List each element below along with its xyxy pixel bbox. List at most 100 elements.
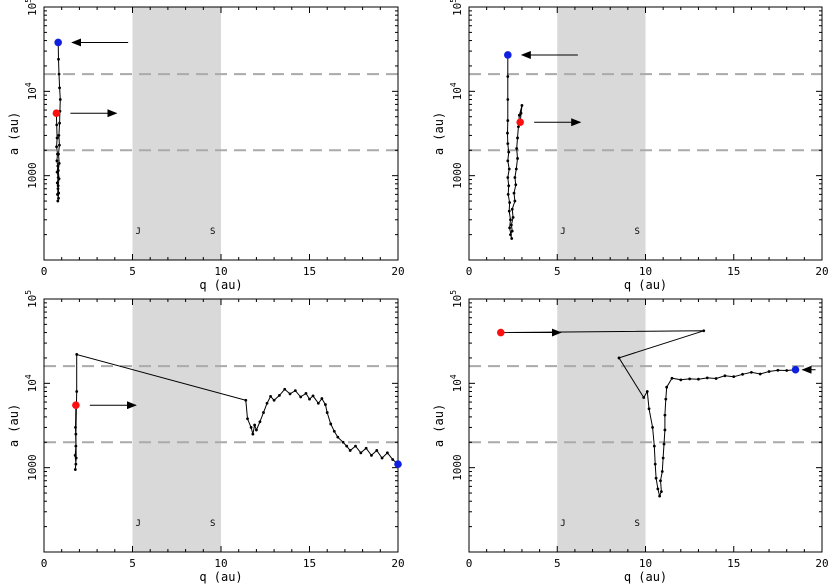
y-tick-label: 105 xyxy=(24,290,39,308)
orbit-path xyxy=(74,353,399,470)
orbit-point xyxy=(513,199,517,203)
orbit-point xyxy=(348,449,352,452)
orbit-point xyxy=(74,432,78,436)
orbit-point xyxy=(73,468,77,471)
end-marker xyxy=(394,460,402,468)
orbit-point xyxy=(515,147,519,150)
orbit-point xyxy=(670,376,674,380)
x-tick-label: 10 xyxy=(214,557,227,570)
orbit-point xyxy=(510,237,514,240)
y-tick-base: 10 xyxy=(451,295,464,308)
orbit-point xyxy=(723,374,727,378)
orbit-point xyxy=(308,397,311,401)
orbit-point xyxy=(56,169,60,172)
y-tick-label: 1000 xyxy=(26,454,39,481)
orbit-point xyxy=(509,233,512,237)
y-tick-exponent: 4 xyxy=(24,82,33,87)
orbit-point xyxy=(659,490,663,494)
orbit-point xyxy=(375,449,379,452)
orbit-point xyxy=(507,184,511,188)
start-marker xyxy=(496,328,505,337)
orbit-point xyxy=(661,456,665,460)
x-tick-label: 10 xyxy=(214,265,227,278)
orbit-point xyxy=(506,142,510,146)
orbit-point xyxy=(272,398,276,402)
orbit-point xyxy=(514,167,518,171)
orbit-point xyxy=(57,196,60,200)
y-tick-base: 10 xyxy=(451,379,464,392)
end-marker xyxy=(54,38,62,47)
orbit-point xyxy=(506,131,509,135)
start-marker xyxy=(72,401,80,410)
orbit-point xyxy=(325,411,329,414)
orbit-point xyxy=(385,451,389,455)
jupiter-label: J xyxy=(136,227,141,237)
x-tick-label: 5 xyxy=(554,557,561,570)
orbit-point xyxy=(663,428,667,432)
y-tick-label: 105 xyxy=(449,0,464,16)
orbit-point xyxy=(57,177,61,181)
orbit-point xyxy=(258,420,262,424)
orbit-point xyxy=(311,394,315,398)
orbit-point xyxy=(320,397,324,400)
x-tick-label: 10 xyxy=(639,265,652,278)
orbit-point xyxy=(57,57,60,61)
orbit-point xyxy=(58,98,62,101)
orbit-point xyxy=(253,423,257,427)
orbit-point xyxy=(56,187,60,191)
orbit-point xyxy=(517,125,520,129)
orbit-point xyxy=(642,396,646,399)
orbit-point xyxy=(617,356,621,360)
orbit-point xyxy=(520,104,524,107)
y-tick-exponent: 5 xyxy=(449,0,458,3)
orbit-point xyxy=(380,456,384,460)
orbit-point xyxy=(509,223,513,227)
orbit-point xyxy=(299,395,303,399)
orbit-point xyxy=(517,113,521,117)
orbit-point xyxy=(345,444,349,448)
jupiter-label: J xyxy=(136,519,141,529)
orbit-point xyxy=(662,442,666,446)
orbit-point xyxy=(293,389,297,393)
x-tick-label: 0 xyxy=(466,265,473,278)
orbit-point xyxy=(74,444,78,448)
orbit-point xyxy=(506,98,510,101)
orbit-point xyxy=(75,390,79,393)
orbit-point xyxy=(664,397,668,401)
saturn-label: S xyxy=(210,519,215,529)
orbit-point xyxy=(57,134,61,137)
planet-band xyxy=(132,7,221,260)
orbit-point xyxy=(509,218,512,222)
orbit-point xyxy=(656,487,660,491)
orbit-point xyxy=(510,207,514,211)
y-tick-base: 10 xyxy=(26,379,39,392)
orbit-point xyxy=(741,372,744,376)
orbit-point xyxy=(647,407,651,411)
orbit-point xyxy=(57,143,61,147)
y-tick-label: 105 xyxy=(449,290,464,308)
orbit-point xyxy=(57,152,60,156)
orbit-path xyxy=(500,330,796,498)
start-marker xyxy=(52,109,61,118)
y-tick-label: 105 xyxy=(24,0,39,16)
orbit-point xyxy=(785,369,789,372)
orbit-point xyxy=(316,401,320,405)
orbit-point xyxy=(56,199,60,203)
orbit-point xyxy=(283,387,287,391)
orbit-point xyxy=(512,191,516,195)
orbit-point xyxy=(506,159,510,163)
orbit-point xyxy=(56,184,60,188)
orbit-point xyxy=(758,372,762,376)
orbit-point xyxy=(249,426,253,429)
planet-band xyxy=(557,7,646,260)
orbit-point xyxy=(57,161,61,165)
orbit-point xyxy=(511,215,515,219)
end-marker xyxy=(504,51,512,59)
orbit-point xyxy=(732,375,736,379)
x-axis-title: q (au) xyxy=(199,570,242,584)
jupiter-label: J xyxy=(560,227,565,237)
